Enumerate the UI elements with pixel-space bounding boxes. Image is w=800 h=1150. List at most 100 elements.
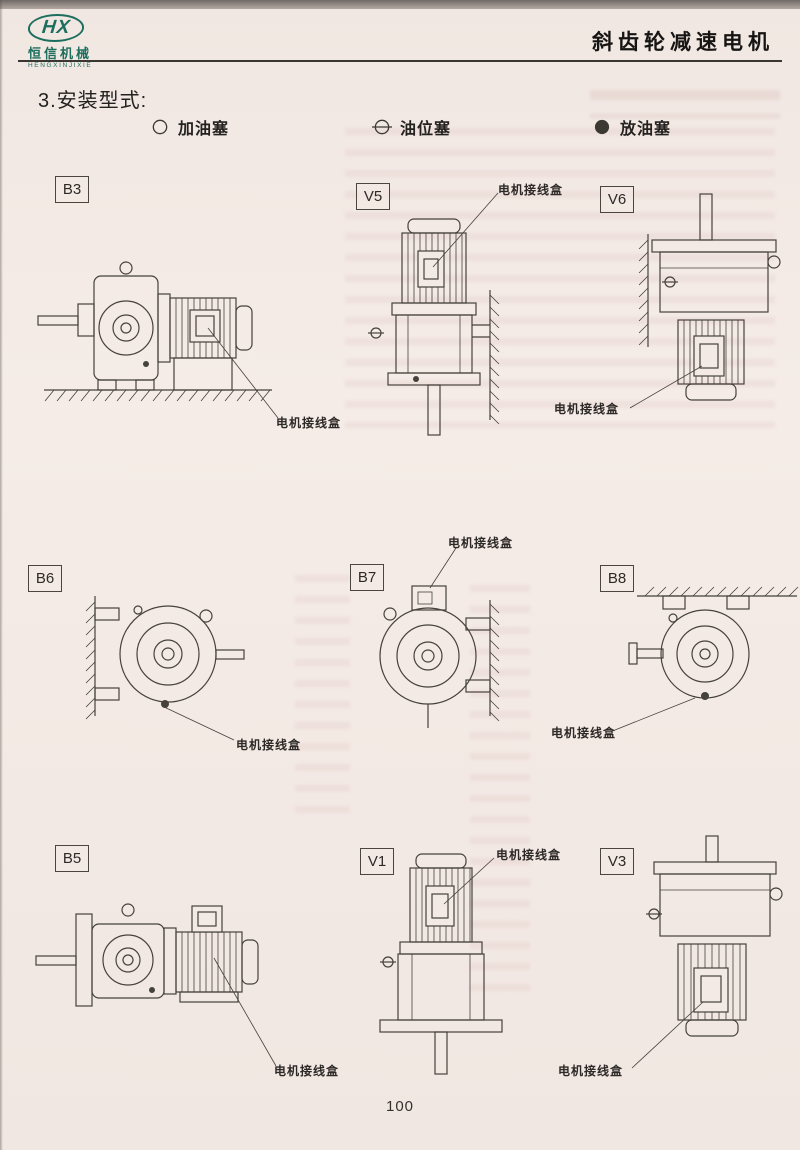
mounting-code-label-v3: V3 <box>600 848 634 875</box>
gearbox <box>91 903 165 999</box>
motor <box>157 293 253 391</box>
mounting-code-label-b3: B3 <box>55 176 89 203</box>
mounting-drawing-v3 <box>631 835 783 1069</box>
mounting-code-label-b6: B6 <box>28 565 62 592</box>
diagram-v1: V1 电机接线盒 <box>358 840 586 1080</box>
mounting-code-label-b5: B5 <box>55 845 89 872</box>
callout-leader <box>614 697 696 731</box>
mounting-drawing-v6 <box>629 193 781 409</box>
mounting-code-text: B7 <box>357 569 377 586</box>
legend-item-drain-plug: 放油塞 <box>592 115 671 139</box>
logo-hx-text: HX <box>40 17 72 38</box>
diagram-b5: B5 电机接线盒 <box>28 838 360 1088</box>
mounting-code-label-v1: V1 <box>360 848 394 875</box>
oil-drain-plug-icon <box>592 117 612 137</box>
mounting-code-label-v5: V5 <box>356 183 390 210</box>
mounting-code-label-b8: B8 <box>600 565 634 592</box>
gearbox <box>651 239 781 313</box>
terminal-box-callout: 电机接线盒 <box>496 848 562 862</box>
terminal-box-callout: 电机接线盒 <box>448 536 514 550</box>
output-shaft <box>699 193 713 241</box>
header-divider <box>18 60 782 62</box>
logo-hx-icon: HX <box>26 14 86 42</box>
terminal-box-callout: 电机接线盒 <box>498 183 564 197</box>
logo-company-name: 恒信机械 <box>28 46 93 61</box>
gearbox <box>387 302 481 386</box>
scan-edge-artifact-top <box>0 0 800 9</box>
legend-item-level-plug: 油位塞 <box>372 115 451 139</box>
oil-level-plug-icon <box>372 117 392 137</box>
mounting-drawing-b3 <box>37 261 279 419</box>
mounting-drawing-b6 <box>85 596 245 741</box>
terminal-box-callout: 电机接线盒 <box>236 738 302 752</box>
callout-leader <box>207 327 279 419</box>
mounting-surface <box>637 586 799 610</box>
callout-leader <box>161 705 235 741</box>
mounting-surface <box>85 596 120 720</box>
page-header: HX 恒信机械 HENGXINJIXIE 斜齿轮减速电机 <box>0 10 800 69</box>
terminal-box <box>411 585 447 611</box>
legend-item-fill-plug: 加油塞 <box>150 115 229 139</box>
callout-leader <box>213 957 277 1067</box>
diagram-b8: B8 电机接线盒 <box>545 558 800 750</box>
logo-company-name-en: HENGXINJIXIE <box>28 62 93 69</box>
output-shaft <box>427 384 441 436</box>
motor <box>163 905 259 1003</box>
gearbox <box>93 261 159 391</box>
mounting-code-label-v6: V6 <box>600 186 634 213</box>
callout-leader <box>629 365 703 409</box>
callout-leader <box>432 192 499 268</box>
terminal-box-callout: 电机接线盒 <box>554 402 620 416</box>
mounting-drawing-b5 <box>35 903 277 1067</box>
mounting-code-text: V1 <box>367 853 387 870</box>
output-shaft <box>628 642 664 665</box>
bleed-through-artifact <box>590 90 780 118</box>
callout-leader <box>429 547 457 589</box>
mounting-code-text: B5 <box>62 850 82 867</box>
plug-marks <box>668 613 709 700</box>
motor <box>677 943 747 1037</box>
legend-label: 油位塞 <box>400 121 452 138</box>
mounting-drawing-b8 <box>614 586 799 731</box>
mounting-code-label-b7: B7 <box>350 564 384 591</box>
mounting-surface <box>44 389 272 402</box>
output-shaft <box>434 1031 448 1075</box>
mounting-drawing-v1 <box>379 853 503 1075</box>
motor <box>677 319 745 401</box>
terminal-box-callout: 电机接线盒 <box>276 416 342 430</box>
callout-leader <box>631 1001 704 1069</box>
diagram-v6: V6 电机接线盒 <box>548 182 800 458</box>
plug-marks <box>380 956 396 968</box>
flange <box>75 913 93 1007</box>
mounting-code-text: B6 <box>35 570 55 587</box>
motor <box>401 218 467 304</box>
output-shaft <box>35 955 77 966</box>
diagram-v5: V5 电机接线盒 <box>348 175 585 457</box>
document-title: 斜齿轮减速电机 <box>592 31 774 54</box>
gearbox <box>379 941 503 1033</box>
motor <box>409 853 473 943</box>
mounting-surface <box>472 290 500 425</box>
plug-marks <box>662 276 678 288</box>
mounting-drawing-v5 <box>368 192 500 436</box>
scan-edge-artifact-left <box>0 0 3 1150</box>
mounting-surface <box>465 600 500 722</box>
terminal-box-callout: 电机接线盒 <box>558 1064 624 1078</box>
mounting-drawing-b7 <box>379 547 500 728</box>
section-title: 3.安装型式: <box>38 90 148 112</box>
terminal-box-callout: 电机接线盒 <box>551 726 617 740</box>
callout-leader <box>443 857 495 905</box>
plug-marks <box>646 908 662 920</box>
diagram-v3: V3 电机接线盒 <box>548 832 800 1084</box>
mounting-code-text: V6 <box>607 191 627 208</box>
page-number: 100 <box>385 1098 415 1115</box>
gearbox <box>659 873 783 937</box>
diagram-b3: B3 电机接线盒 <box>30 168 352 446</box>
gearbox <box>119 605 217 703</box>
output-shaft <box>705 835 719 863</box>
plug-marks <box>133 605 169 708</box>
output-shaft <box>215 649 245 660</box>
gearbox <box>379 607 477 728</box>
terminal-box-callout: 电机接线盒 <box>274 1064 340 1078</box>
